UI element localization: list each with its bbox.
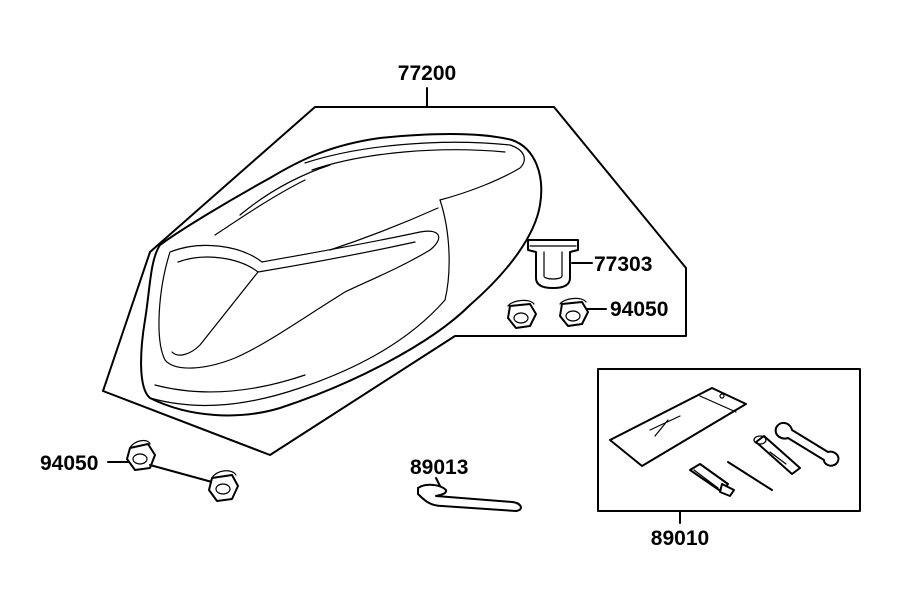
nut-lower-b <box>208 470 239 502</box>
seat-hook-part <box>527 239 579 289</box>
seat-drawing <box>140 133 543 417</box>
toolkit-pin <box>727 461 773 491</box>
hook-wrench-part <box>417 483 522 512</box>
part-label-hook: 77303 <box>594 253 652 276</box>
toolkit-screwdriver <box>689 463 735 497</box>
nut-upper-left <box>507 299 537 329</box>
part-label-nut-lower: 94050 <box>40 452 98 475</box>
part-label-seat: 77200 <box>398 62 456 85</box>
toolkit-group-frame <box>597 368 861 512</box>
nut-lower-a <box>126 439 156 471</box>
part-label-toolkit: 89010 <box>651 527 709 550</box>
nut-upper-right <box>559 297 589 327</box>
part-label-nut-upper: 94050 <box>610 298 668 321</box>
nut-lower-connector <box>149 464 213 483</box>
toolkit-spark-plug-wrench <box>753 435 801 475</box>
toolkit-pouch <box>609 387 747 467</box>
seat-group-frame <box>102 106 687 456</box>
toolkit-open-wrench <box>774 422 840 467</box>
part-label-wrench: 89013 <box>410 456 468 479</box>
